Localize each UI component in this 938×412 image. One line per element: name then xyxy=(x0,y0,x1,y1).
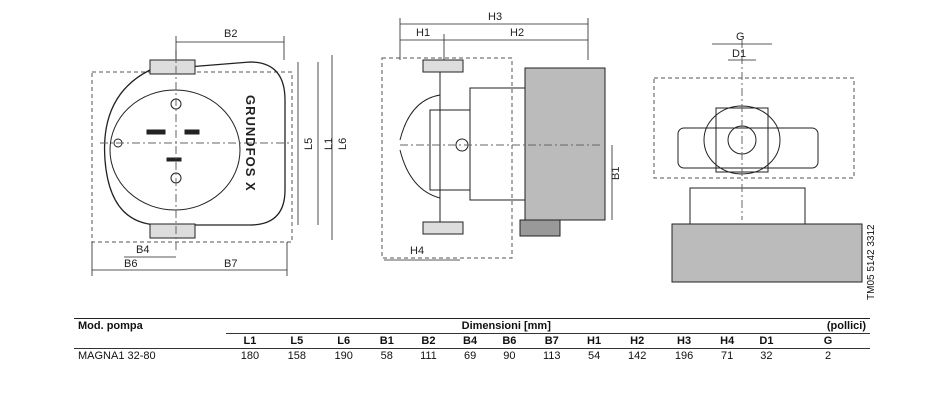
col-header: B1 xyxy=(367,333,407,349)
dim-label-b1: B1 xyxy=(610,167,622,180)
dim-label-l1: L1 xyxy=(323,138,335,150)
col-header: B7 xyxy=(528,333,575,349)
col-header: H2 xyxy=(613,333,661,349)
front-dimensions xyxy=(91,36,333,276)
dim-label-d1: D1 xyxy=(732,48,746,60)
col-header: H1 xyxy=(574,333,614,349)
model-cell: MAGNA1 32-80 xyxy=(74,348,227,363)
dim-label-h1: H1 xyxy=(416,27,430,39)
col-header: G xyxy=(786,333,870,349)
value-cell: 71 xyxy=(707,348,747,363)
dim-label-h4: H4 xyxy=(410,245,424,257)
front-dim-labels: B2 L5 L1 L6 B4 B6 B7 xyxy=(124,28,349,270)
value-cell: 190 xyxy=(320,348,368,363)
dim-label-b7: B7 xyxy=(224,258,237,270)
value-cell: 2 xyxy=(786,348,870,363)
col-header: L1 xyxy=(226,333,274,349)
value-cell: 90 xyxy=(489,348,529,363)
model-header: Mod. pompa xyxy=(74,318,227,334)
dimensions-table: Mod. pompa Dimensioni [mm] (pollici) L1 … xyxy=(74,318,870,363)
dim-label-h2: H2 xyxy=(510,27,524,39)
col-header: L6 xyxy=(320,333,368,349)
col-header: H3 xyxy=(660,333,708,349)
col-header: B6 xyxy=(489,333,529,349)
top-dim-labels: G D1 xyxy=(732,31,746,60)
value-cell: 58 xyxy=(367,348,407,363)
dimensions-header: Dimensioni [mm] xyxy=(226,318,787,334)
dim-label-g: G xyxy=(736,31,745,43)
unit-header: (pollici) xyxy=(786,318,870,334)
side-dimensions xyxy=(384,18,613,261)
dim-label-l5: L5 xyxy=(303,138,315,150)
col-header: B2 xyxy=(406,333,451,349)
col-header: B4 xyxy=(450,333,490,349)
value-cell: 113 xyxy=(528,348,575,363)
dim-label-b2: B2 xyxy=(224,28,237,40)
top-dimensions xyxy=(712,43,772,61)
value-cell: 32 xyxy=(746,348,787,363)
col-header: L5 xyxy=(273,333,321,349)
value-cell: 158 xyxy=(273,348,321,363)
value-cell: 142 xyxy=(613,348,661,363)
side-dim-labels: H3 H1 H2 B1 H4 xyxy=(410,11,622,257)
col-header: H4 xyxy=(707,333,747,349)
dim-label-b4: B4 xyxy=(136,244,149,256)
dim-label-h3: H3 xyxy=(488,11,502,23)
dim-label-b6: B6 xyxy=(124,258,137,270)
value-cell: 69 xyxy=(450,348,490,363)
col-header: D1 xyxy=(746,333,787,349)
dim-label-l6: L6 xyxy=(337,138,349,150)
front-view xyxy=(91,50,293,250)
side-view xyxy=(381,57,606,259)
table-row: MAGNA1 32-80 180 158 190 58 111 69 90 11… xyxy=(74,348,870,363)
brand-logo: GRUNDFOS X xyxy=(243,95,258,192)
drawing-code: TM05 5142 3312 xyxy=(866,224,877,300)
technical-drawing: GRUNDFOS X B2 L5 L1 L6 B4 B6 B7 xyxy=(91,11,863,283)
top-view xyxy=(653,40,863,283)
value-cell: 111 xyxy=(406,348,451,363)
value-cell: 196 xyxy=(660,348,708,363)
value-cell: 180 xyxy=(226,348,274,363)
value-cell: 54 xyxy=(574,348,614,363)
